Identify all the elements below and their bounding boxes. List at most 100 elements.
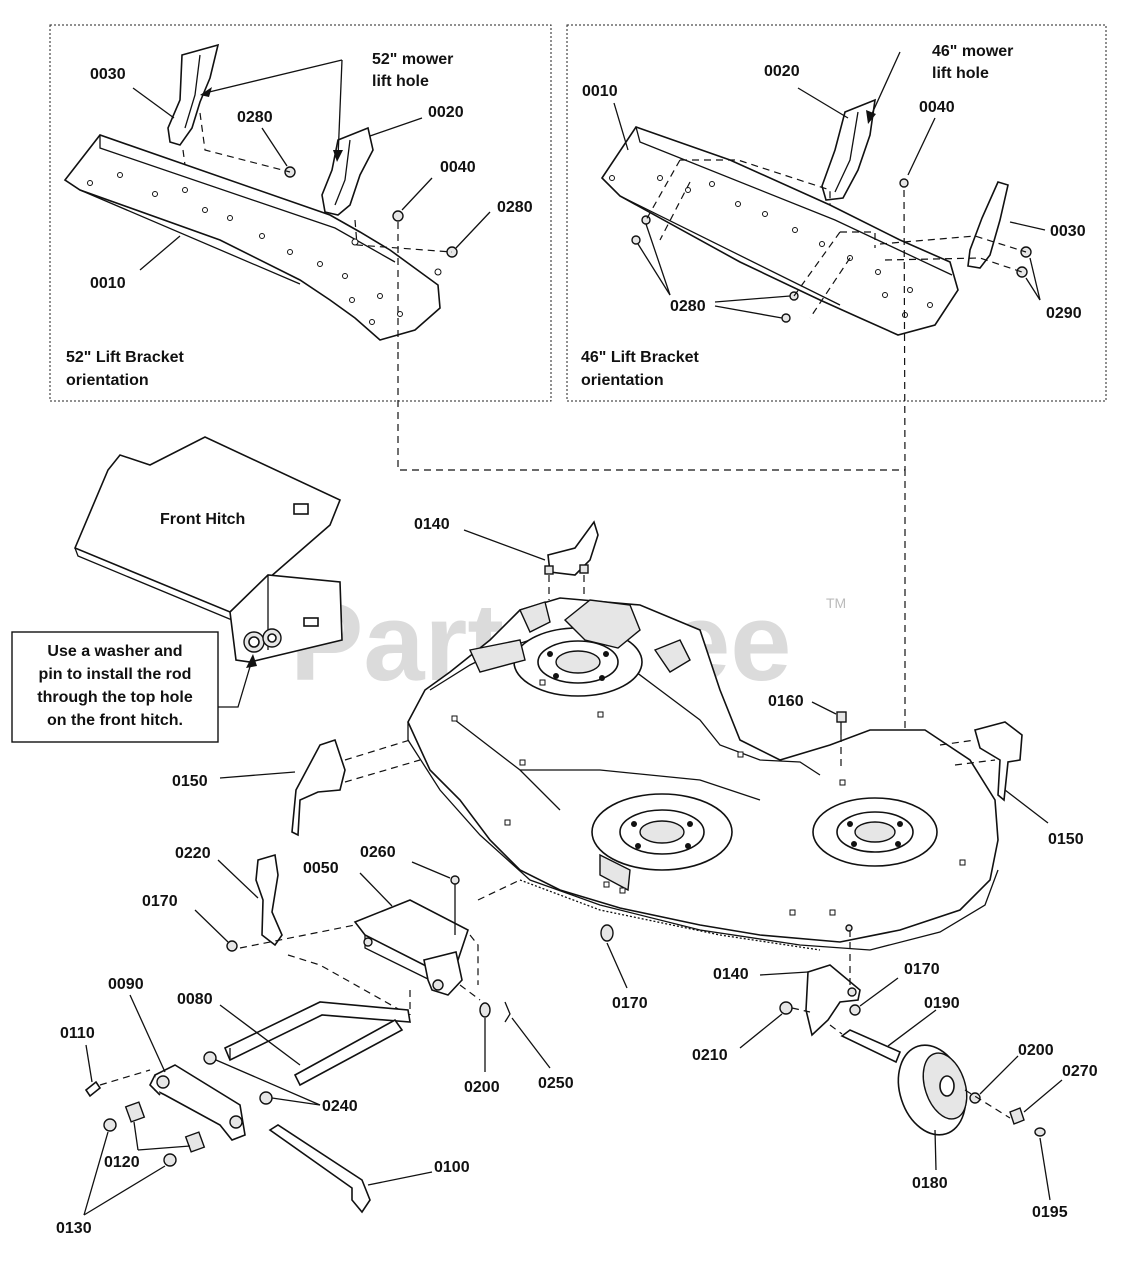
wheel-0180 bbox=[897, 1044, 968, 1171]
label-r-0030: 0030 bbox=[1050, 223, 1086, 240]
washer-0240-a bbox=[203, 1051, 217, 1065]
nut-0280-r4 bbox=[781, 313, 791, 323]
bracket-0150-right bbox=[939, 721, 1049, 824]
callout-46-line2: lift hole bbox=[932, 65, 989, 82]
note-line3: through the top hole bbox=[37, 689, 193, 706]
note-line1: Use a washer and bbox=[47, 643, 182, 660]
label-0090: 0090 bbox=[108, 976, 144, 993]
label-0100: 0100 bbox=[434, 1159, 470, 1176]
spacer-0120-b bbox=[184, 1131, 206, 1153]
label-0180: 0180 bbox=[912, 1175, 948, 1192]
label-r-0290: 0290 bbox=[1046, 305, 1082, 322]
label-0130: 0130 bbox=[56, 1220, 92, 1237]
install-note-box bbox=[11, 631, 219, 743]
nut-0130-a bbox=[103, 1118, 117, 1132]
label-0150-left: 0150 bbox=[172, 773, 208, 790]
nut-0130-b bbox=[163, 1153, 177, 1167]
caption-46-line1: 46" Lift Bracket bbox=[581, 349, 700, 366]
label-0270: 0270 bbox=[1062, 1063, 1098, 1080]
label-0150-right: 0150 bbox=[1048, 831, 1084, 848]
lift-bracket-plate-52 bbox=[63, 134, 441, 341]
label-0170-deck: 0170 bbox=[612, 995, 648, 1012]
caption-52-line2: orientation bbox=[66, 372, 149, 389]
spacer-0120-a bbox=[124, 1101, 146, 1123]
arm-0220 bbox=[217, 853, 283, 947]
note-line4: on the front hitch. bbox=[47, 712, 183, 729]
callout-46-line1: 46" mower bbox=[932, 43, 1013, 60]
label-l-0030: 0030 bbox=[90, 66, 126, 83]
nut-0210 bbox=[779, 1001, 793, 1015]
label-0260: 0260 bbox=[360, 844, 396, 861]
deck-stud bbox=[845, 924, 853, 932]
plate-holes-52 bbox=[87, 172, 442, 325]
watermark-tm: TM bbox=[826, 595, 846, 611]
label-0220: 0220 bbox=[175, 845, 211, 862]
washer-0200 bbox=[479, 1002, 491, 1018]
lift-bracket-plate-46 bbox=[600, 126, 959, 336]
rod-0100 bbox=[268, 1124, 433, 1214]
label-r-0010: 0010 bbox=[582, 83, 618, 100]
callout-52-line2: lift hole bbox=[372, 73, 429, 90]
label-0240: 0240 bbox=[322, 1098, 358, 1115]
bolt-0160 bbox=[811, 701, 847, 770]
washer-0200-rear bbox=[969, 1092, 981, 1104]
bolt-0040 bbox=[392, 210, 404, 222]
nut-0170-left bbox=[226, 940, 238, 952]
panel-52-border bbox=[49, 24, 552, 402]
label-0080: 0080 bbox=[177, 991, 213, 1008]
label-l-0020: 0020 bbox=[428, 104, 464, 121]
lift-arm-0020 bbox=[321, 126, 374, 216]
label-r-0020: 0020 bbox=[764, 63, 800, 80]
axle-bracket-0090 bbox=[129, 994, 246, 1141]
plate-0050 bbox=[353, 872, 469, 996]
label-0120: 0120 bbox=[104, 1154, 140, 1171]
plate-holes-46 bbox=[609, 175, 933, 318]
caption-46-line2: orientation bbox=[581, 372, 664, 389]
mower-deck bbox=[407, 597, 999, 951]
lift-arm-0030-46 bbox=[967, 181, 1009, 269]
label-l-0280a: 0280 bbox=[237, 109, 273, 126]
bracket-0140-top bbox=[463, 520, 599, 600]
panel-46-border bbox=[566, 24, 1107, 402]
pin-0250 bbox=[504, 1001, 511, 1023]
label-0110: 0110 bbox=[60, 1025, 95, 1042]
note-line2: pin to install the rod bbox=[39, 666, 192, 683]
panel-52-lift-bracket: 52" mower lift hole 52" Lift Bracket ori… bbox=[49, 24, 552, 402]
label-l-0040: 0040 bbox=[440, 159, 476, 176]
axle-0190 bbox=[840, 1029, 902, 1064]
bolt-0040-46 bbox=[899, 178, 909, 188]
label-0170-rear: 0170 bbox=[904, 961, 940, 978]
label-0140-top: 0140 bbox=[414, 516, 450, 533]
deck-holes bbox=[451, 679, 966, 916]
washer-0240-b bbox=[259, 1091, 273, 1105]
label-0195: 0195 bbox=[1032, 1204, 1068, 1221]
label-r-0040: 0040 bbox=[919, 99, 955, 116]
rod-0080 bbox=[219, 1001, 411, 1087]
install-note: Use a washer and pin to install the rod … bbox=[11, 631, 257, 743]
nut-0170-rear bbox=[849, 1004, 861, 1016]
label-0170-left: 0170 bbox=[142, 893, 178, 910]
label-l-0010: 0010 bbox=[90, 275, 126, 292]
label-r-0280: 0280 bbox=[670, 298, 706, 315]
label-0160: 0160 bbox=[768, 693, 804, 710]
label-0210: 0210 bbox=[692, 1047, 728, 1064]
nut-0290-b bbox=[1016, 266, 1028, 278]
label-0050: 0050 bbox=[303, 860, 339, 877]
bracket-0140-rear bbox=[759, 930, 861, 1037]
caption-52-line1: 52" Lift Bracket bbox=[66, 349, 185, 366]
label-0190: 0190 bbox=[924, 995, 960, 1012]
nut-0280-r1 bbox=[641, 215, 651, 225]
callout-52-line1: 52" mower bbox=[372, 51, 453, 68]
bolt-0110 bbox=[84, 1080, 102, 1098]
panel-46-lift-bracket: 46" mower lift hole 46" Lift Bracket ori… bbox=[566, 24, 1107, 471]
bracket-0150-left bbox=[219, 738, 421, 837]
front-hitch-label: Front Hitch bbox=[160, 511, 245, 528]
bolt-0260 bbox=[411, 861, 460, 935]
cap-0270 bbox=[1009, 1107, 1025, 1125]
label-0140-rear: 0140 bbox=[713, 966, 749, 983]
label-l-0280b: 0280 bbox=[497, 199, 533, 216]
label-0250: 0250 bbox=[538, 1075, 574, 1092]
lift-arm-0030 bbox=[167, 43, 220, 146]
label-0200-front: 0200 bbox=[464, 1079, 500, 1096]
